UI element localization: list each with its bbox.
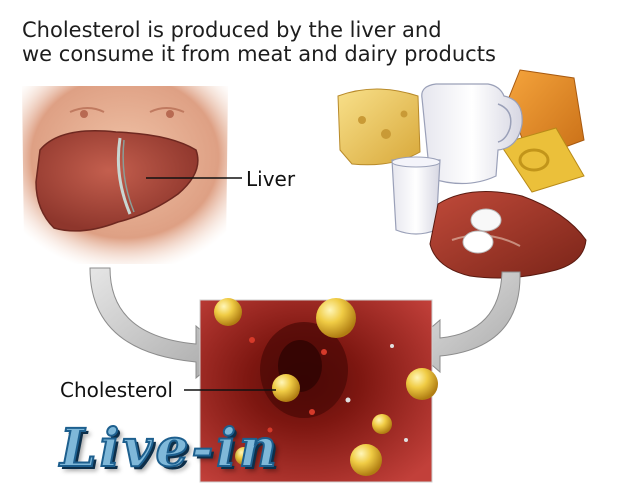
meat-steak [429,191,587,279]
egg-2 [462,230,494,254]
milk-glass [391,159,441,235]
headline-line-2: we consume it from meat and dairy produc… [22,42,496,66]
cheese-wedge [337,88,421,166]
artery-interior-illustration [199,298,438,483]
food-illustration [337,69,587,279]
torso-illustration [22,86,242,264]
liver-organ [35,130,199,232]
headline-line-1: Cholesterol is produced by the liver and [22,18,442,42]
cholesterol-blob [350,444,382,476]
watermark-logo: Live-in [59,417,280,480]
arrow-from-liver [89,267,227,380]
headline: Cholesterol is produced by the liver and… [22,18,582,66]
cholesterol-blob [272,374,300,402]
liver-label: Liver [246,167,296,191]
cholesterol-blob [214,298,242,326]
cholesterol-blob [372,414,392,434]
milk-jug [421,83,523,185]
cholesterol-blob [235,447,253,465]
yellow-cheese-slice [499,127,585,193]
cholesterol-blob [406,368,438,400]
egg-1 [470,208,502,232]
cholesterol-blob [316,298,356,338]
cholesterol-label: Cholesterol [60,378,173,402]
